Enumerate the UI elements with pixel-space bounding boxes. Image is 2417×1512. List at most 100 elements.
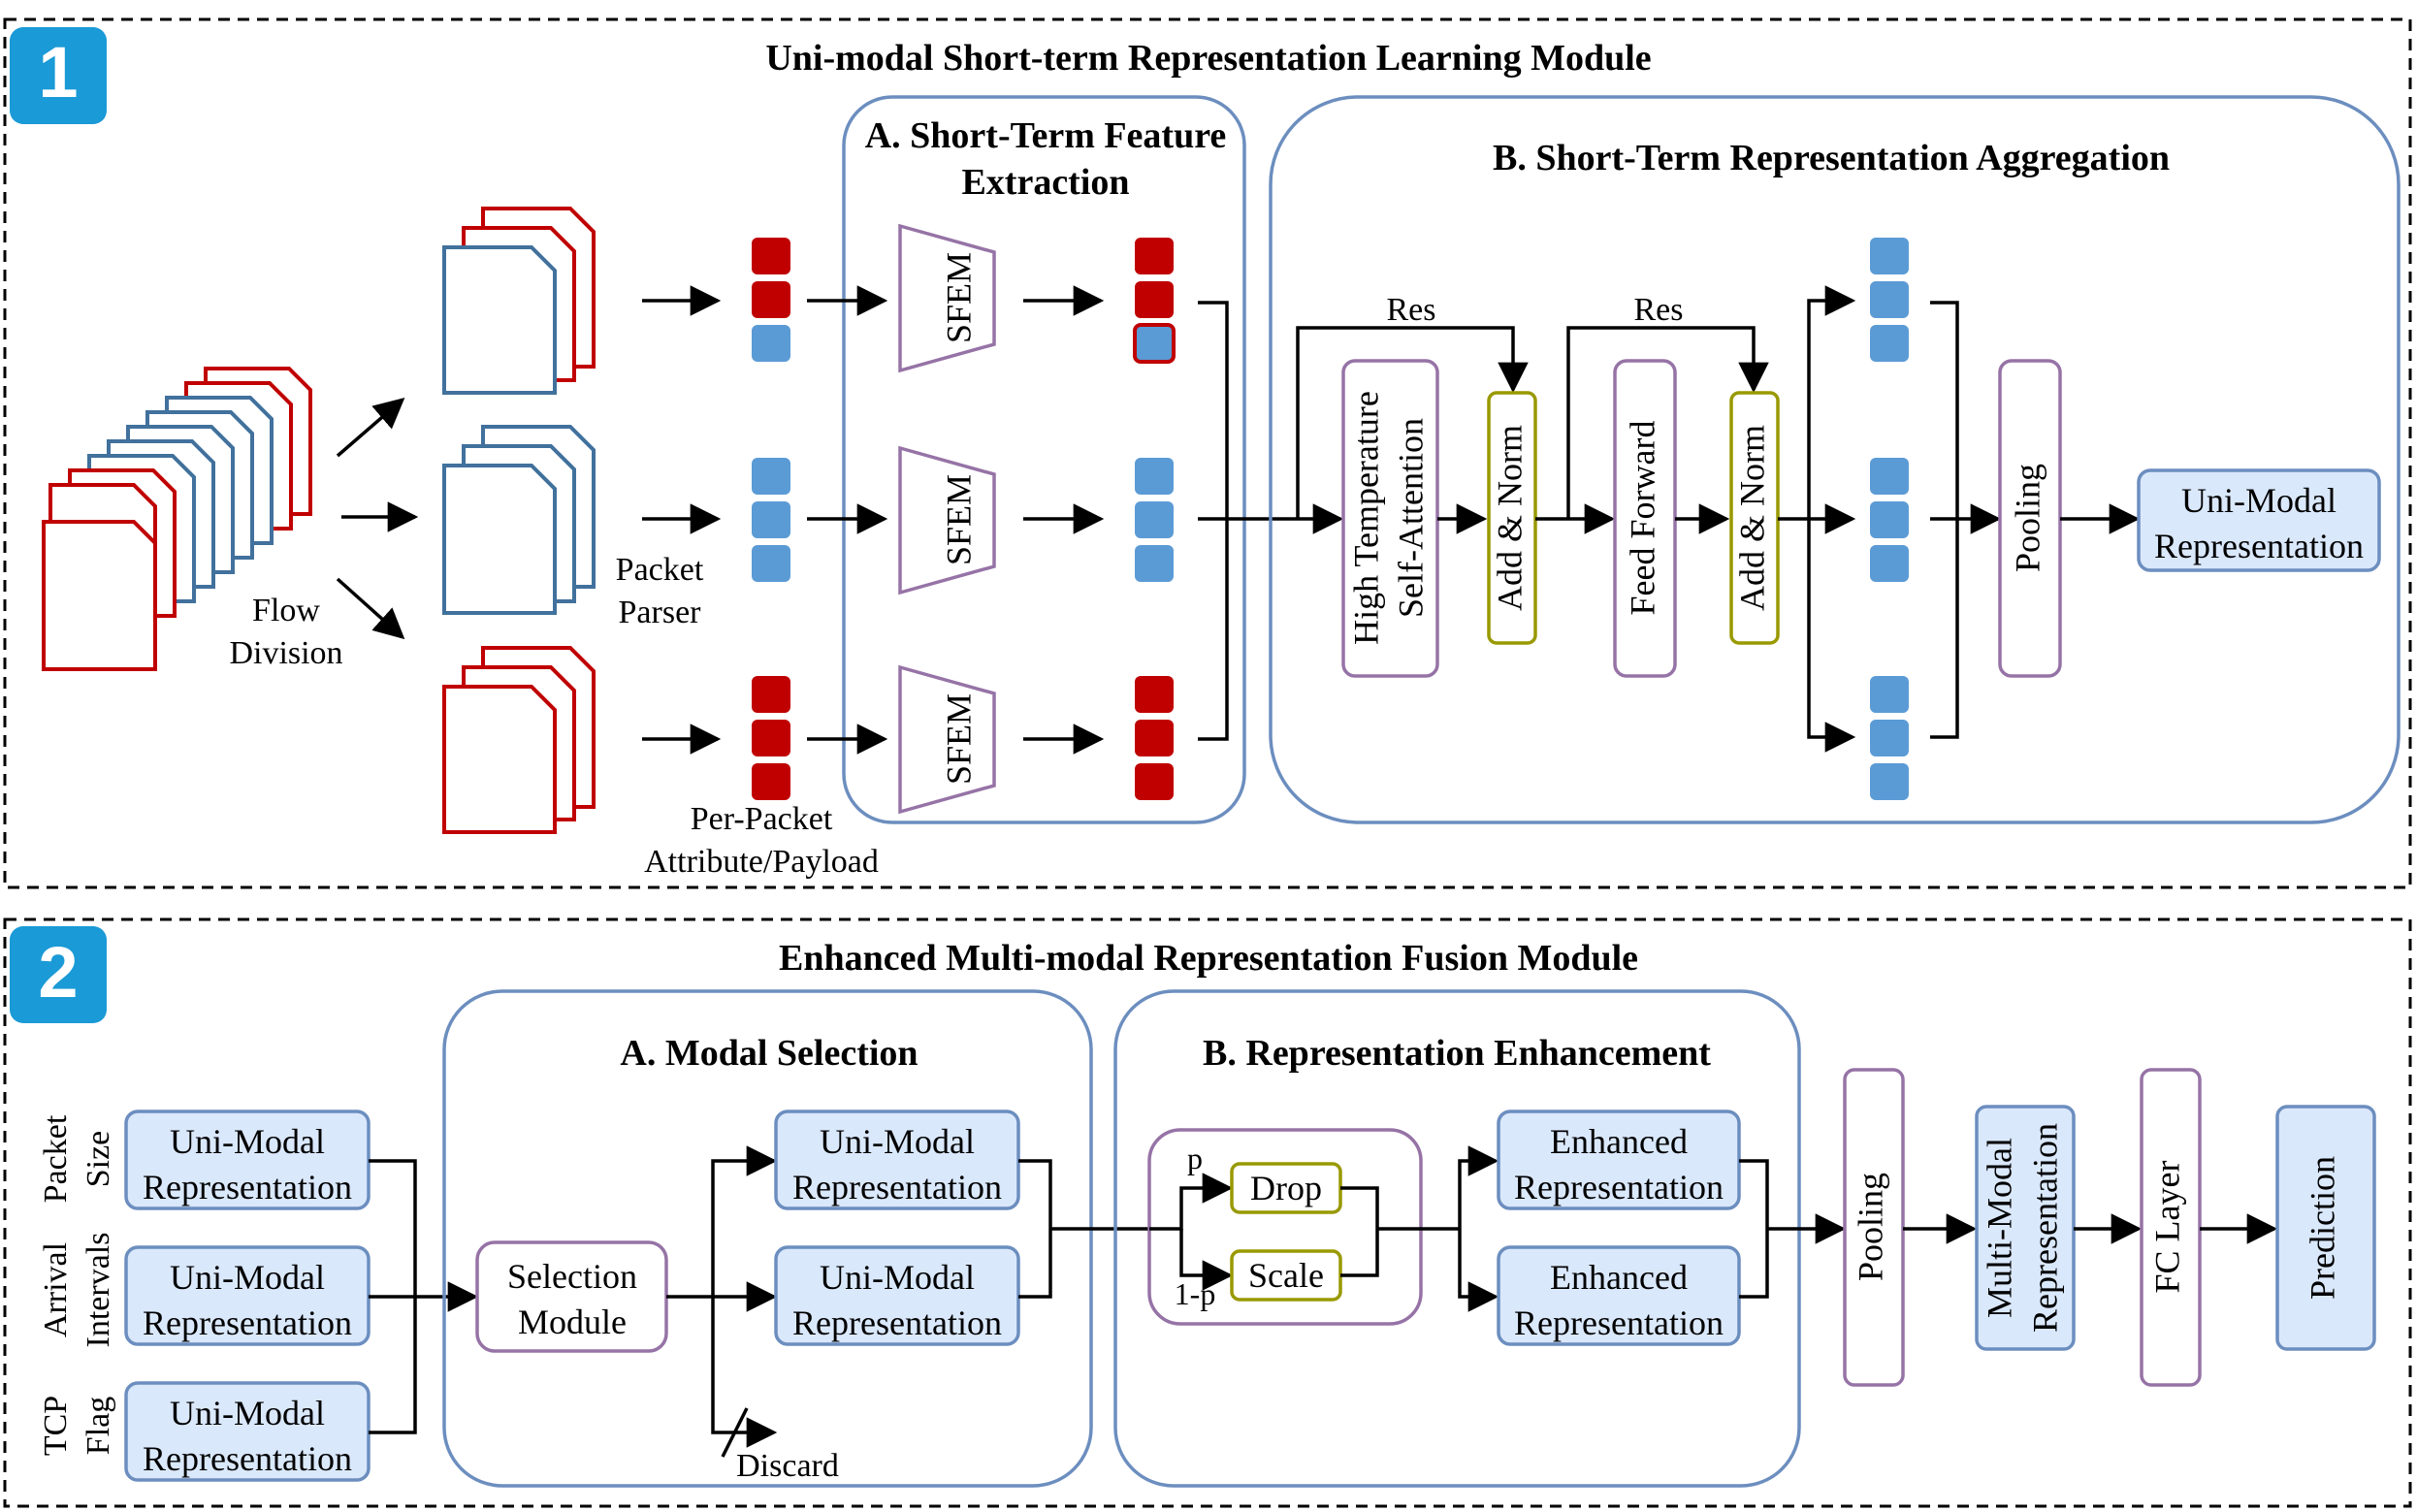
arrow-to-drop (1149, 1173, 1234, 1231)
selected-rep-1-line2: Representation (792, 1168, 1002, 1206)
merge-bracket (1198, 301, 1229, 741)
input-rep-3-line2: Representation (143, 1439, 352, 1478)
prediction-label: Prediction (2303, 1156, 2341, 1300)
attention-label-2: Self-Attention (1391, 418, 1430, 618)
prediction-block (2275, 1105, 2376, 1351)
arrow-discard (711, 1297, 778, 1448)
packet-parser-label-2: Parser (619, 595, 702, 630)
add-norm-label-1: Add & Norm (1490, 425, 1529, 611)
sfem-mid-label: SFEM (939, 474, 978, 565)
flow-document-stack (42, 367, 312, 671)
enhanced-1-line2: Representation (1514, 1168, 1724, 1206)
panelB-title: B. Short-Term Representation Aggregation (1493, 138, 2170, 178)
drop-scale-merge (1340, 1186, 1379, 1277)
input-rep-1-line2: Representation (143, 1168, 352, 1206)
feature-tokens-bottom (1135, 676, 1174, 800)
arrow-to-top-flow (336, 397, 405, 458)
input-tokens-bottom (752, 676, 790, 800)
module1-title: Uni-modal Short-term Representation Lear… (765, 38, 1651, 79)
input-tokens-mid (752, 458, 790, 582)
flow-division-label-1: Flow (252, 593, 320, 628)
multi-modal-label-1: Multi-Modal (1980, 1138, 2018, 1318)
panelA-title-2: Extraction (961, 162, 1129, 203)
feature-tokens-top (1133, 238, 1176, 364)
flow-division-label-2: Division (229, 635, 342, 671)
feature-tokens-mid (1135, 458, 1174, 582)
bottom-packet-stack (442, 646, 596, 834)
drop-scale-container (1147, 1128, 1423, 1326)
per-packet-label-1: Per-Packet (691, 801, 833, 837)
modality-packet-size-2: Size (81, 1131, 116, 1188)
selection-module-label-1: Selection (507, 1257, 637, 1296)
panel-short-term-feature-extraction (842, 95, 1246, 824)
enhanced-1-line1: Enhanced (1550, 1122, 1688, 1161)
pooling-label-2: Pooling (1851, 1173, 1889, 1281)
modality-packet-size-1: Packet (38, 1114, 74, 1203)
discard-slash (721, 1407, 749, 1458)
one-minus-p-label: 1-p (1175, 1276, 1216, 1311)
drop-label: Drop (1250, 1169, 1322, 1207)
fc-layer-label: FC Layer (2147, 1161, 2186, 1294)
arrow-select-top (711, 1145, 778, 1297)
packet-parser-label-1: Packet (616, 552, 704, 588)
module1-frame (3, 17, 2412, 889)
panel-modal-selection (442, 989, 1093, 1488)
output-label-1: Uni-Modal (2181, 481, 2336, 520)
multi-modal-label-2: Representation (2025, 1123, 2064, 1333)
arrow-to-scale (1179, 1229, 1234, 1291)
modality-tcp-flag-2: Flag (81, 1397, 116, 1455)
module2-title: Enhanced Multi-modal Representation Fusi… (779, 938, 1638, 979)
sfem-top (898, 223, 996, 373)
discard-label: Discard (736, 1448, 839, 1484)
selected-rep-2-line1: Uni-Modal (820, 1258, 975, 1297)
enhanced-2-line2: Representation (1514, 1303, 1724, 1342)
aggregated-tokens-mid (1870, 458, 1909, 582)
add-norm-label-2: Add & Norm (1732, 425, 1771, 611)
top-packet-stack (442, 207, 596, 395)
modality-arrival-intervals-2: Intervals (81, 1233, 116, 1348)
selected-rep-2-line2: Representation (792, 1303, 1002, 1342)
modal-selection-title: A. Modal Selection (620, 1033, 918, 1074)
residual-connection-1 (1296, 326, 1529, 519)
res-label-1: Res (1387, 292, 1436, 328)
enhanced-2-line1: Enhanced (1550, 1258, 1688, 1297)
sfem-bottom-label: SFEM (939, 693, 978, 785)
modality-arrival-intervals-1: Arrival (38, 1242, 74, 1337)
scale-label: Scale (1248, 1256, 1324, 1295)
sfem-top-label: SFEM (939, 252, 978, 343)
uni-modal-representation-output (2137, 468, 2381, 572)
input-rep-1-line1: Uni-Modal (170, 1122, 325, 1161)
arrow-to-bottom-flow (336, 577, 405, 640)
pooling-label-1: Pooling (2008, 464, 2046, 572)
arrow-to-enhanced-1 (1458, 1145, 1499, 1229)
aggregated-tokens-top (1870, 238, 1909, 362)
input-rep-2-line2: Representation (143, 1303, 352, 1342)
module2-badge (10, 926, 107, 1023)
input-tokens-top (752, 238, 790, 362)
feed-forward-label: Feed Forward (1623, 421, 1661, 616)
module2-badge-number: 2 (38, 932, 78, 1013)
sfem-mid (898, 445, 996, 595)
panel-representation-enhancement (1113, 989, 1801, 1488)
selected-rep-1-line1: Uni-Modal (820, 1122, 975, 1161)
module1-badge-number: 1 (38, 32, 78, 113)
modality-tcp-flag-1: TCP (38, 1396, 74, 1456)
output-label-2: Representation (2154, 527, 2364, 565)
middle-packet-stack (442, 425, 596, 615)
selection-module-label-2: Module (518, 1303, 627, 1341)
panelA-title-1: A. Short-Term Feature (865, 115, 1227, 156)
input-rep-2-line1: Uni-Modal (170, 1258, 325, 1297)
selected-merge-bracket (1018, 1159, 1052, 1299)
attention-label-1: High Temperature (1346, 391, 1385, 645)
arrow-to-enhanced-2 (1458, 1229, 1499, 1312)
enhanced-merge-bracket (1739, 1159, 1769, 1299)
p-label: p (1187, 1141, 1203, 1175)
sfem-bottom (898, 664, 996, 815)
per-packet-label-2: Attribute/Payload (644, 844, 879, 880)
panel-short-term-representation-aggregation (1269, 95, 2401, 824)
res-label-2: Res (1634, 292, 1684, 328)
fanout-top (1807, 285, 1856, 519)
module1-badge (10, 27, 107, 124)
enhancement-title: B. Representation Enhancement (1203, 1033, 1711, 1074)
